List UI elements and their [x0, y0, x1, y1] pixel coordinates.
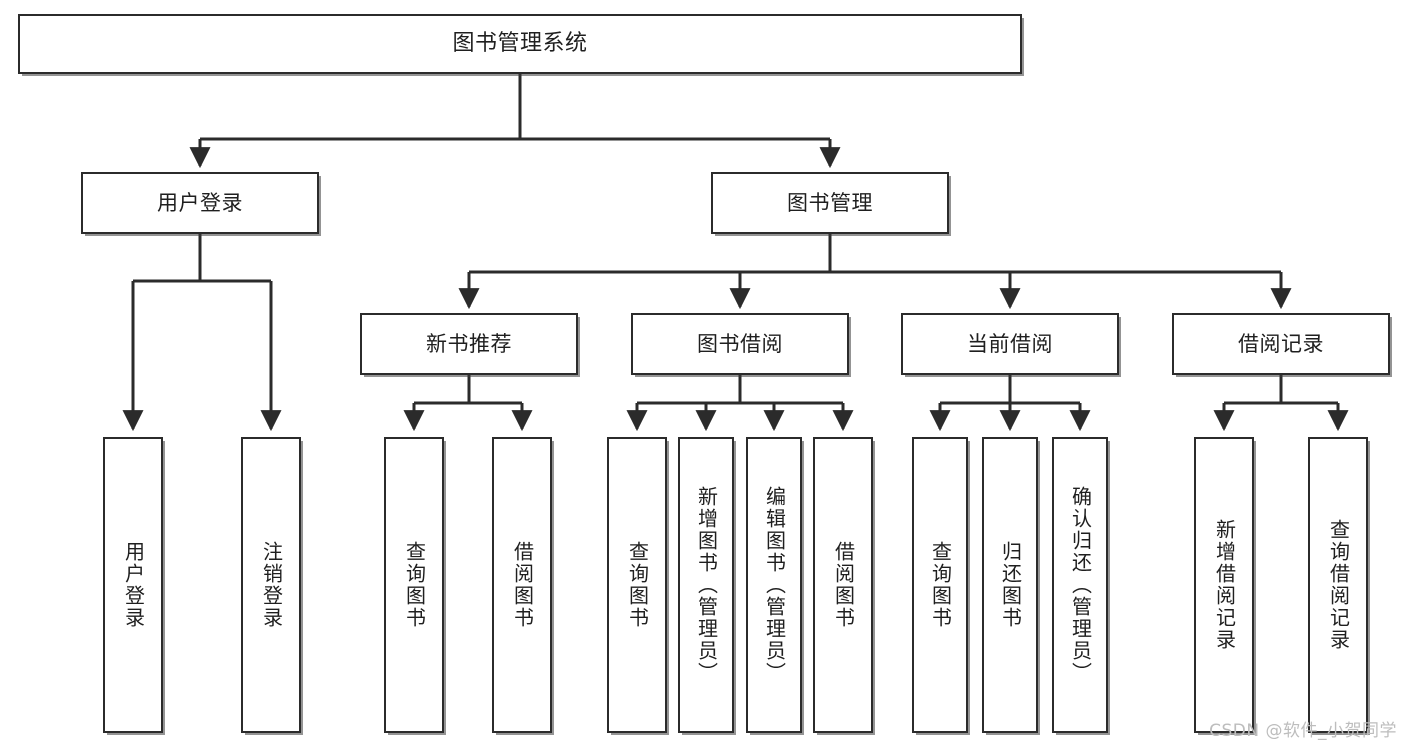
node-leaf-logout-login-label: 注销登录 — [259, 541, 284, 629]
node-root[interactable]: 图书管理系统 — [18, 14, 1022, 74]
node-leaf-query-book-2[interactable]: 查询图书 — [607, 437, 667, 733]
node-leaf-return-book-label: 归还图书 — [998, 541, 1023, 629]
node-new-book-recommend-label: 新书推荐 — [426, 331, 512, 356]
node-leaf-confirm-return-label: 确认归还（管理员） — [1068, 486, 1093, 684]
node-leaf-user-login-label: 用户登录 — [121, 541, 146, 629]
node-leaf-borrow-book-2-label: 借阅图书 — [831, 541, 856, 629]
node-leaf-add-book[interactable]: 新增图书（管理员） — [678, 437, 734, 733]
node-leaf-add-record[interactable]: 新增借阅记录 — [1194, 437, 1254, 733]
node-leaf-logout-login[interactable]: 注销登录 — [241, 437, 301, 733]
node-root-label: 图书管理系统 — [452, 31, 588, 57]
node-leaf-add-book-label: 新增图书（管理员） — [694, 486, 719, 684]
node-leaf-return-book[interactable]: 归还图书 — [982, 437, 1038, 733]
node-leaf-query-book-2-label: 查询图书 — [625, 541, 650, 629]
node-leaf-edit-book[interactable]: 编辑图书（管理员） — [746, 437, 802, 733]
node-leaf-borrow-book-1-label: 借阅图书 — [510, 541, 535, 629]
node-user-login-label: 用户登录 — [157, 190, 243, 215]
node-leaf-borrow-book-1[interactable]: 借阅图书 — [492, 437, 552, 733]
node-book-borrow-label: 图书借阅 — [697, 331, 783, 356]
node-leaf-query-record[interactable]: 查询借阅记录 — [1308, 437, 1368, 733]
node-leaf-query-book-1-label: 查询图书 — [402, 541, 427, 629]
node-book-borrow[interactable]: 图书借阅 — [631, 313, 849, 375]
node-leaf-edit-book-label: 编辑图书（管理员） — [762, 486, 787, 684]
node-leaf-add-record-label: 新增借阅记录 — [1212, 519, 1237, 651]
node-leaf-query-record-label: 查询借阅记录 — [1326, 519, 1351, 651]
node-book-manage[interactable]: 图书管理 — [711, 172, 949, 234]
node-borrow-record[interactable]: 借阅记录 — [1172, 313, 1390, 375]
node-leaf-confirm-return[interactable]: 确认归还（管理员） — [1052, 437, 1108, 733]
node-leaf-query-book-1[interactable]: 查询图书 — [384, 437, 444, 733]
node-new-book-recommend[interactable]: 新书推荐 — [360, 313, 578, 375]
node-leaf-query-book-3-label: 查询图书 — [928, 541, 953, 629]
node-borrow-record-label: 借阅记录 — [1238, 331, 1324, 356]
watermark: CSDN @软件_小贺同学 — [1209, 721, 1397, 741]
node-current-borrow[interactable]: 当前借阅 — [901, 313, 1119, 375]
node-leaf-borrow-book-2[interactable]: 借阅图书 — [813, 437, 873, 733]
node-leaf-user-login[interactable]: 用户登录 — [103, 437, 163, 733]
node-current-borrow-label: 当前借阅 — [967, 331, 1053, 356]
node-book-manage-label: 图书管理 — [787, 190, 873, 215]
node-user-login[interactable]: 用户登录 — [81, 172, 319, 234]
node-leaf-query-book-3[interactable]: 查询图书 — [912, 437, 968, 733]
